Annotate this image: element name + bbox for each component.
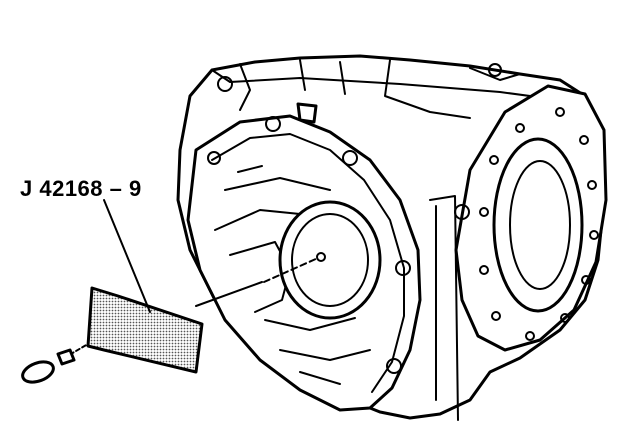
tool-callout-label: J 42168 – 9 bbox=[20, 176, 142, 201]
tool-pin bbox=[21, 257, 319, 384]
tool-plate bbox=[86, 286, 204, 374]
callout-leader-line bbox=[103, 199, 151, 313]
rear-flange bbox=[429, 84, 608, 421]
bell-housing-face bbox=[186, 114, 422, 412]
